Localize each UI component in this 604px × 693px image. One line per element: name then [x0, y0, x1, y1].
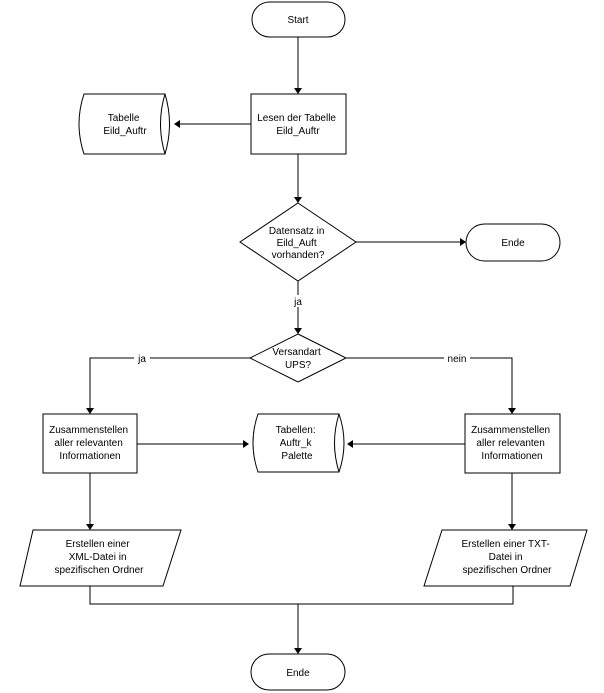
- tables-mid-line-3: Palette: [281, 451, 313, 462]
- edge-label-bg: [444, 352, 470, 364]
- assemble-left-line-3: Informationen: [59, 451, 120, 462]
- table-eild-storage: Tabelle Eild_Auftr: [78, 93, 170, 155]
- xml-output-line-3: spezifischen Ordner: [55, 565, 145, 576]
- end-node-top: Ende: [465, 223, 561, 262]
- edge-label-nein-right: nein: [448, 354, 467, 365]
- decision-record-exists: Datensatz in Eild_Auft vorhanden?: [239, 202, 357, 282]
- svg-text:Lesen der Tabelle Eild_A: Lesen der Tabelle Eild_Auftr: [257, 113, 339, 137]
- connector-right-txt: [508, 473, 516, 530]
- edge-label-ja-left: ja: [137, 354, 146, 365]
- end-bottom-label: Ende: [286, 668, 310, 679]
- txt-output-line-3: spezifischen Ordner: [463, 565, 553, 576]
- svg-text:Zusammenstellen aller re: Zusammenstellen aller relevanten Informa…: [49, 425, 131, 462]
- txt-output-line-2: Datei in: [489, 552, 523, 563]
- svg-text:Erstellen einer XML-Date: Erstellen einer XML-Datei in spezifische…: [55, 539, 145, 576]
- decision-record-line-3: vorhanden?: [272, 250, 325, 261]
- connector-left-xml: [86, 473, 94, 530]
- tables-mid-line-2: Auftr_k: [280, 438, 313, 449]
- txt-output-line-1: Erstellen einer TXT-: [462, 539, 550, 550]
- assemble-right-line-3: Informationen: [481, 451, 542, 462]
- svg-text:Erstellen einer TXT- Dat: Erstellen einer TXT- Datei in spezifisch…: [462, 539, 553, 576]
- table-eild-line-1: Tabelle: [108, 113, 140, 124]
- edge-label-ja-down: ja: [293, 297, 302, 308]
- read-table-line-2: Eild_Auftr: [276, 126, 320, 137]
- connector-ups-left: [86, 357, 250, 414]
- end-node-bottom: Ende: [250, 653, 346, 691]
- read-table-process: Lesen der Tabelle Eild_Auftr: [250, 93, 347, 155]
- svg-text:Datensatz in Eild_Auft: Datensatz in Eild_Auft vorhanden?: [269, 226, 327, 261]
- decision-ups: Versandart UPS?: [248, 333, 348, 383]
- decision-record-line-1: Datensatz in: [269, 226, 325, 237]
- assemble-right-line-2: aller relevanten: [476, 438, 544, 449]
- svg-text:Zusammenstellen aller re: Zusammenstellen aller relevanten Informa…: [471, 425, 553, 462]
- decision-ups-line-2: UPS?: [285, 360, 312, 371]
- tables-mid-storage: Tabellen: Auftr_k Palette: [252, 413, 345, 473]
- xml-output-line-1: Erstellen einer: [66, 539, 131, 550]
- assemble-left-process: Zusammenstellen aller relevanten Informa…: [42, 413, 138, 474]
- assemble-right-process: Zusammenstellen aller relevanten Informa…: [464, 413, 561, 474]
- start-node: Start: [251, 1, 346, 38]
- table-eild-line-2: Eild_Auftr: [103, 126, 147, 137]
- svg-text:Tabellen: Auftr_k: Tabellen: Auftr_k Palette: [276, 425, 319, 462]
- read-table-line-1: Lesen der Tabelle: [257, 113, 336, 124]
- edge-label-bg: [290, 295, 306, 307]
- decision-record-line-2: Eild_Auft: [277, 238, 317, 249]
- tables-mid-line-1: Tabellen:: [276, 425, 316, 436]
- svg-text:Versandart UPS?: Versandart UPS?: [272, 347, 323, 371]
- start-label: Start: [287, 15, 308, 26]
- connector-right-tables: [347, 440, 465, 448]
- end-top-label: Ende: [501, 238, 525, 249]
- assemble-left-line-2: aller relevanten: [54, 438, 122, 449]
- xml-output-data: Erstellen einer XML-Datei in spezifische…: [19, 529, 182, 587]
- svg-text:Tabelle Eild_Auftr: Tabelle Eild_Auftr: [103, 113, 147, 137]
- txt-output-data: Erstellen einer TXT- Datei in spezifisch…: [423, 529, 588, 587]
- assemble-left-line-1: Zusammenstellen: [49, 425, 128, 436]
- connector-start-read: [294, 37, 302, 94]
- edge-label-bg: [134, 352, 150, 364]
- connector-outputs-end: [89, 586, 514, 654]
- decision-ups-line-1: Versandart: [272, 347, 321, 358]
- xml-output-line-2: XML-Datei in: [69, 552, 127, 563]
- connector-decision-end: [356, 238, 466, 246]
- connector-read-decision: [294, 154, 302, 203]
- connector-ups-right: [346, 357, 516, 414]
- assemble-right-line-1: Zusammenstellen: [471, 425, 550, 436]
- connector-read-table: [174, 120, 251, 128]
- connector-left-tables: [137, 440, 249, 448]
